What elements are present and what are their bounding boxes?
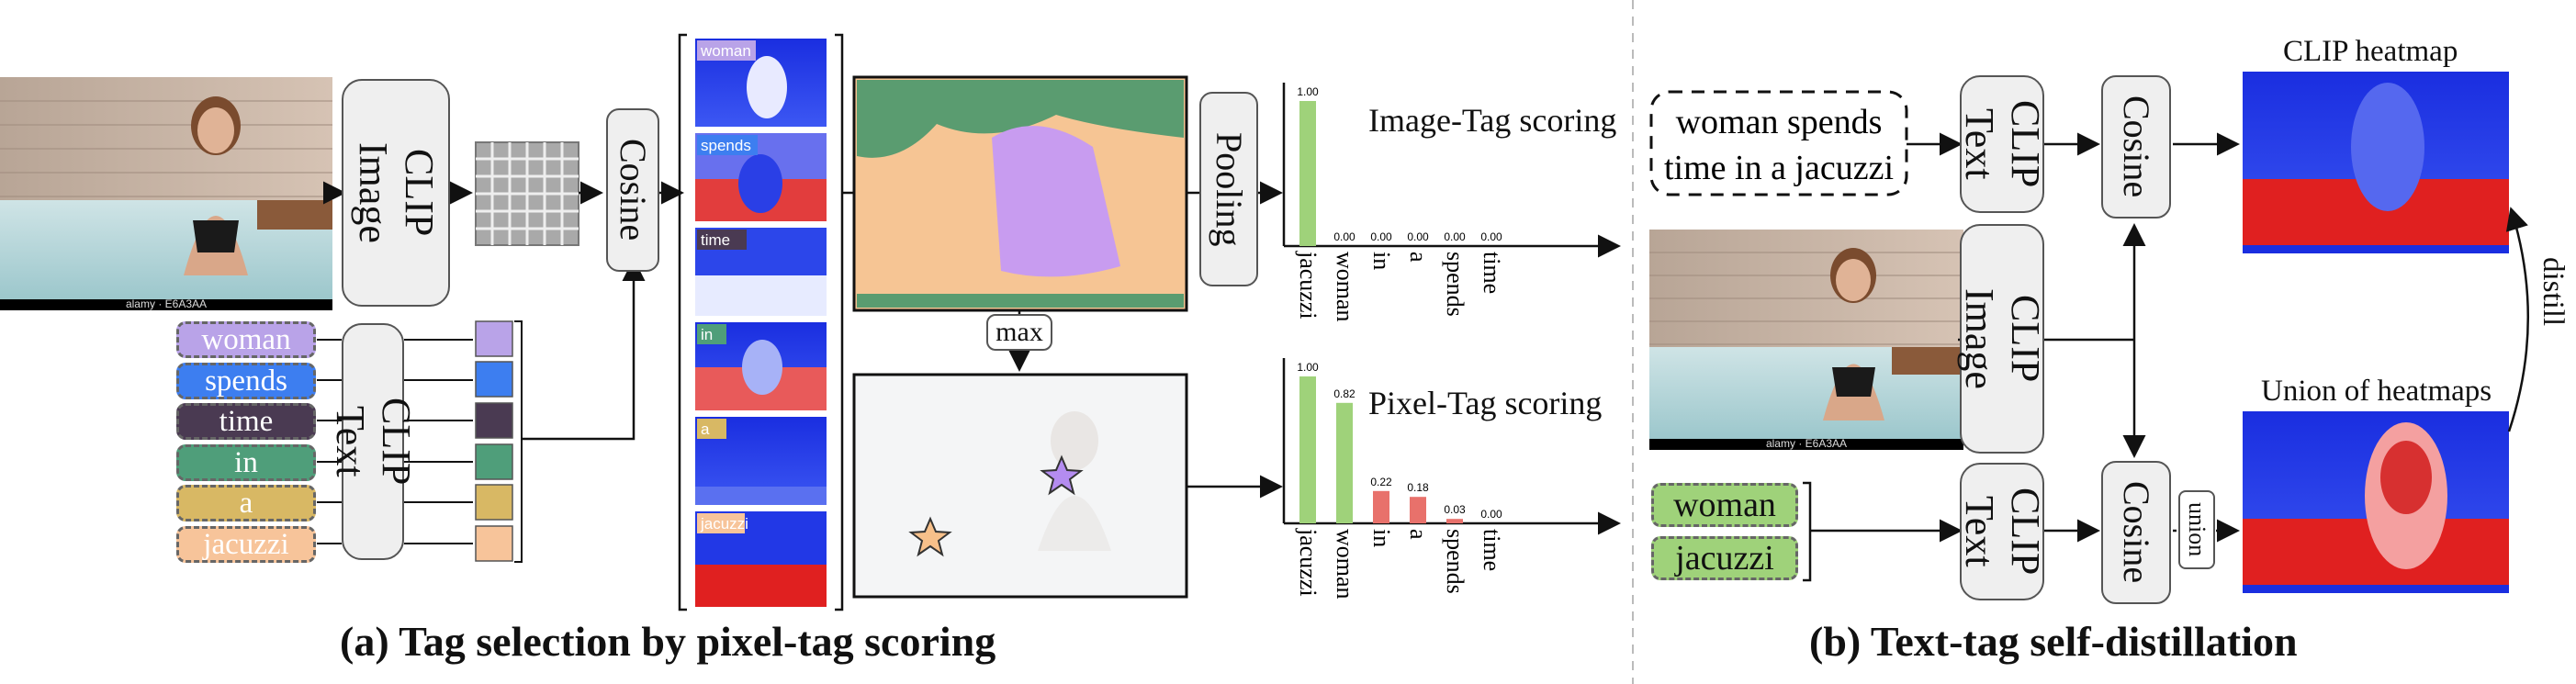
pixel-tag-chart: 1.00 jacuzzi 0.82 woman 0.22 in 0.18 a 0.03 spend… [1282, 358, 1621, 600]
heatmap-label-spends: spends [701, 137, 751, 154]
value-label: 0.00 [1370, 230, 1392, 243]
tick-label: time [1479, 529, 1505, 571]
sentence-box [1649, 90, 1908, 196]
jacuzzi-photo-left [0, 77, 332, 310]
value-label: 0.00 [1333, 230, 1355, 243]
photo-watermark-left: alamy · E6A3AA [126, 297, 207, 310]
tick-label: a [1405, 252, 1432, 263]
clip-image-label-left: CLIP Image [351, 142, 442, 243]
clip-heatmap-image [2243, 72, 2509, 253]
star-marker-woman [1040, 454, 1084, 496]
tag-jacuzzi-right: jacuzzi [1651, 536, 1798, 580]
distill-label: distill [2537, 257, 2570, 327]
cosine-box-left: Cosine [606, 108, 659, 272]
tag-bracket-right [1803, 481, 1812, 582]
text-embeddings [475, 320, 523, 563]
sentence-line1: woman spends [1676, 103, 1883, 141]
heatmap-label-in: in [701, 326, 713, 343]
tick-label: spends [1442, 529, 1468, 594]
arrow-text-to-cosine [522, 258, 646, 441]
bar-a [1410, 497, 1426, 523]
caption-right: (b) Text-tag self-distillation [1809, 618, 2298, 665]
tick-label: woman [1332, 529, 1358, 600]
union-heatmap-image [2243, 411, 2509, 593]
clip-image-encoder-left: CLIP Image [342, 79, 450, 307]
value-label: 0.22 [1370, 476, 1392, 488]
value-label: 0.82 [1333, 387, 1355, 400]
segmentation-map [852, 75, 1188, 312]
heatmap-label-woman: woman [700, 42, 751, 60]
tag-in: in [176, 444, 316, 481]
value-label: 0.03 [1444, 503, 1466, 516]
tag-woman-right: woman [1651, 483, 1798, 527]
tick-label: in [1368, 252, 1395, 270]
max-label: max [996, 317, 1043, 347]
tick-label: spends [1442, 252, 1468, 317]
cosine-label-left: Cosine [613, 139, 654, 241]
union-label: union [2184, 502, 2210, 557]
tick-label: jacuzzi [1295, 528, 1322, 597]
heatmap-label-time: time [701, 231, 730, 249]
tick-label: in [1368, 529, 1395, 547]
tag-spends: spends [176, 363, 316, 399]
value-label: 1.00 [1297, 361, 1319, 374]
tick-label: jacuzzi [1295, 251, 1322, 320]
bar-jacuzzi [1299, 376, 1316, 523]
value-label: 0.00 [1480, 230, 1502, 243]
union-box: union [2178, 490, 2215, 569]
max-box: max [986, 314, 1052, 351]
clip-text-label-left: CLIP Text [328, 398, 419, 486]
photo-watermark-right: alamy · E6A3AA [1766, 437, 1847, 450]
feature-grid [475, 141, 579, 246]
jacuzzi-photo-right [1649, 230, 1963, 450]
clip-image-label-right: CLIP Image [1957, 288, 2048, 389]
cosine-box-right-bottom: Cosine [2101, 461, 2171, 604]
pixel-score-photo [852, 373, 1188, 599]
clip-image-encoder-right: CLIP Image [1957, 224, 2048, 454]
tag-time: time [176, 403, 316, 440]
heatmap-label-jacuzzi: jacuzzi [700, 515, 748, 533]
clip-heatmap-title: CLIP heatmap [2283, 35, 2458, 68]
bar-jacuzzi [1299, 101, 1316, 246]
caption-left: (a) Tag selection by pixel-tag scoring [340, 618, 996, 665]
pooling-box: Pooling [1199, 92, 1258, 286]
bar-spends [1446, 519, 1463, 523]
tick-label: a [1405, 529, 1432, 540]
clip-text-encoder-bottom: CLIP Text [1957, 463, 2048, 600]
value-label: 0.00 [1407, 230, 1429, 243]
value-label: 0.00 [1480, 508, 1502, 521]
value-label: 1.00 [1297, 85, 1319, 98]
star-marker-jacuzzi [908, 516, 952, 557]
image-tag-chart: 1.00 jacuzzi 0.00 woman 0.00 in 0.00 a 0.00 spend… [1282, 83, 1621, 322]
tag-woman: woman [176, 321, 316, 358]
clip-text-label-top: CLIP Text [1957, 100, 2048, 188]
tag-lines [317, 339, 473, 544]
cosine-box-right-top: Cosine [2101, 75, 2171, 219]
bar-in [1373, 490, 1389, 523]
union-heatmap-title: Union of heatmaps [2261, 375, 2492, 408]
cosine-label-right-bottom: Cosine [2116, 481, 2157, 584]
cosine-label-right-top: Cosine [2116, 95, 2157, 198]
tag-a: a [176, 485, 316, 521]
tick-label: woman [1332, 252, 1358, 322]
pooling-label: Pooling [1209, 131, 1250, 247]
clip-text-label-bottom: CLIP Text [1957, 488, 2048, 576]
sentence-line2: time in a jacuzzi [1664, 149, 1894, 187]
heatmap-label-a: a [701, 420, 710, 438]
tick-label: time [1479, 252, 1505, 294]
value-label: 0.00 [1444, 230, 1466, 243]
pixel-tag-title: Pixel-Tag scoring [1368, 385, 1603, 421]
tag-jacuzzi: jacuzzi [176, 526, 316, 563]
clip-text-encoder-top: CLIP Text [1957, 75, 2048, 213]
distill-arrow [2505, 207, 2529, 432]
bar-woman [1336, 402, 1353, 523]
value-label: 0.18 [1407, 481, 1429, 494]
clip-text-encoder-left: CLIP Text [328, 323, 419, 560]
image-tag-title: Image-Tag scoring [1368, 102, 1617, 139]
